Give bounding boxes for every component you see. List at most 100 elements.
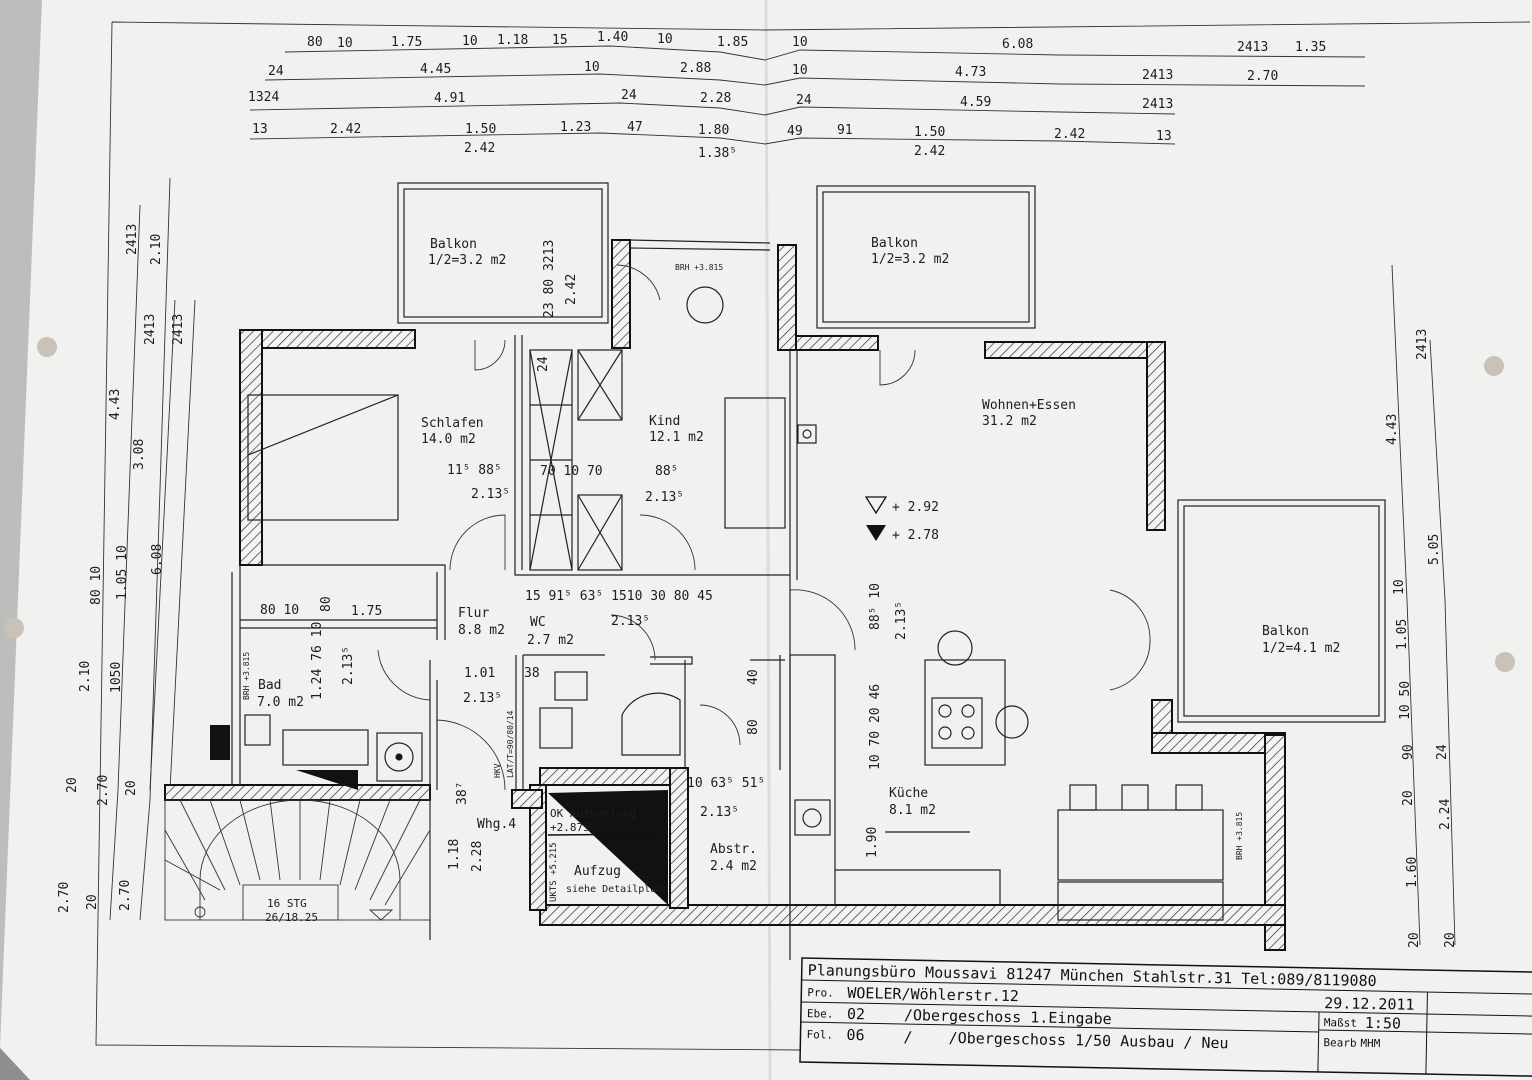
dimension-label: 13 <box>252 122 268 137</box>
dimension-label: 38⁷ <box>455 782 470 805</box>
dimension-label: 38 <box>524 666 540 681</box>
dimension-label: 2.13⁵ <box>471 487 510 502</box>
dimension-label: 10 <box>462 34 478 49</box>
room-area: 1/2=3.2 m2 <box>428 253 506 268</box>
dimension-lines <box>109 45 1456 946</box>
dimension-label: 2.10 <box>78 661 93 692</box>
sill-height: BRH +3.815 <box>675 263 723 272</box>
dimension-label: 2.42 <box>1054 127 1085 142</box>
dimension-label: 1.90 <box>865 827 880 858</box>
level-number: 02 <box>847 1005 865 1023</box>
dimension-label: 1.05 <box>1395 619 1410 650</box>
annotations: Aufzug siehe Detailplan OK Aufkantung +2… <box>242 263 1244 924</box>
dimension-label: 2.70 <box>1247 69 1278 84</box>
chimney-mark <box>296 770 358 790</box>
dimension-label: 80 10 <box>89 566 104 605</box>
dimension-label: 1.60 <box>1405 857 1420 888</box>
room-name: Küche <box>889 786 928 801</box>
dimension-label: 3.08 <box>132 439 147 470</box>
level-marker-top-icon <box>864 496 888 515</box>
dimension-label: 1.35 <box>1295 40 1326 55</box>
dimension-label: 10 70 20 46 <box>868 684 883 770</box>
dimension-label: 80 10 <box>260 603 299 618</box>
room-name: Bad <box>258 678 281 693</box>
dimension-label: 2.42 <box>464 141 495 156</box>
elevator-shaft-mark <box>548 790 668 905</box>
dimension-label: 10 50 <box>1398 681 1413 720</box>
staircase <box>164 799 431 921</box>
dimension-label: 2.88 <box>680 61 711 76</box>
dimension-label: 2.42 <box>914 144 945 159</box>
upstand-label: OK Aufkantung <box>550 807 636 820</box>
room-name: Balkon <box>430 237 477 252</box>
dimension-label: 1.23 <box>560 120 591 135</box>
project-label: Pro. <box>807 986 834 1000</box>
room-area: 31.2 m2 <box>982 414 1037 429</box>
punch-hole <box>1484 356 1504 376</box>
level-bottom: + 2.78 <box>892 528 939 543</box>
dimension-label: 6.08 <box>1002 37 1033 52</box>
fold-line <box>764 0 772 1080</box>
room-name: WC <box>530 615 546 630</box>
fixtures <box>244 286 1224 921</box>
room-labels: Balkon 1/2=3.2 m2 Balkon 1/2=3.2 m2 Balk… <box>257 236 1340 874</box>
room-name: Schlafen <box>421 416 484 431</box>
dimension-label: 24 <box>1435 744 1450 760</box>
dimension-label: 2.13⁵ <box>894 601 909 640</box>
dimension-label: 15 <box>552 33 568 48</box>
dimension-label: 2.28 <box>470 841 485 872</box>
dimension-label: 1.40 <box>597 30 628 45</box>
dimension-label: 47 <box>627 120 643 135</box>
hkv-label: HKV <box>493 763 502 778</box>
elevator-note: siehe Detailplan <box>566 884 662 895</box>
drawing-frame <box>95 21 1531 1051</box>
dimension-label: 2.42 <box>330 122 361 137</box>
dimension-label: 5.05 <box>1427 534 1442 565</box>
room-name: Flur <box>458 606 489 621</box>
stairs-count: 16 STG <box>267 897 307 910</box>
date: 29.12.2011 <box>1324 994 1415 1014</box>
room-area: 7.0 m2 <box>257 695 304 710</box>
dimension-label: 1.75 <box>391 35 422 50</box>
upstand-level: +2.875 <box>550 821 590 834</box>
room-area: 1/2=3.2 m2 <box>871 252 949 267</box>
balconies <box>397 182 1386 723</box>
stairs-ratio: 26/18.25 <box>265 911 318 924</box>
room-name: Wohnen+Essen <box>982 398 1076 413</box>
dimension-label: 24 <box>621 88 637 103</box>
dimension-label: 24 <box>268 64 284 79</box>
dimension-label: 20 <box>65 777 80 793</box>
room-area: 12.1 m2 <box>649 430 704 445</box>
dimension-label: 40 <box>746 669 761 685</box>
punch-hole <box>1495 652 1515 672</box>
shaft-mark <box>210 725 230 760</box>
dimension-label: 11⁵ 88⁵ <box>447 463 502 478</box>
dimension-label: 2.28 <box>700 91 731 106</box>
dimension-label: 2.13⁵ <box>700 805 739 820</box>
dimension-label: 1.85 <box>717 35 748 50</box>
ukts-label: UKTS +5.215 <box>549 842 559 902</box>
dimension-label: 91 <box>837 123 853 138</box>
dimension-label: 1.01 <box>464 666 495 681</box>
doors <box>377 264 1151 791</box>
dimension-label: 20 <box>124 780 139 796</box>
dimension-label: 4.91 <box>434 91 465 106</box>
dimension-label: 2.13⁵ <box>645 490 684 505</box>
dimension-label: 20 <box>1401 790 1416 806</box>
dimension-label: 1.50 <box>914 125 945 140</box>
punch-hole <box>4 618 24 638</box>
dimension-label: 2.13⁵ <box>341 646 356 685</box>
dimension-label: 1.18 <box>447 839 462 870</box>
room-area: 8.8 m2 <box>458 623 505 638</box>
room-area: 2.4 m2 <box>710 859 757 874</box>
dimension-label: 2413 <box>1237 40 1268 55</box>
level-label: Ebe. <box>807 1007 834 1021</box>
dimension-label: 4.45 <box>420 62 451 77</box>
dimension-label: 10 <box>584 60 600 75</box>
dimension-label: 15 91⁵ 63⁵ 1510 30 80 45 <box>525 589 713 604</box>
dimension-label: 2.13⁵ <box>463 691 502 706</box>
dimension-label: 10 <box>1392 579 1407 595</box>
dimension-label: 2.70 <box>96 775 111 806</box>
